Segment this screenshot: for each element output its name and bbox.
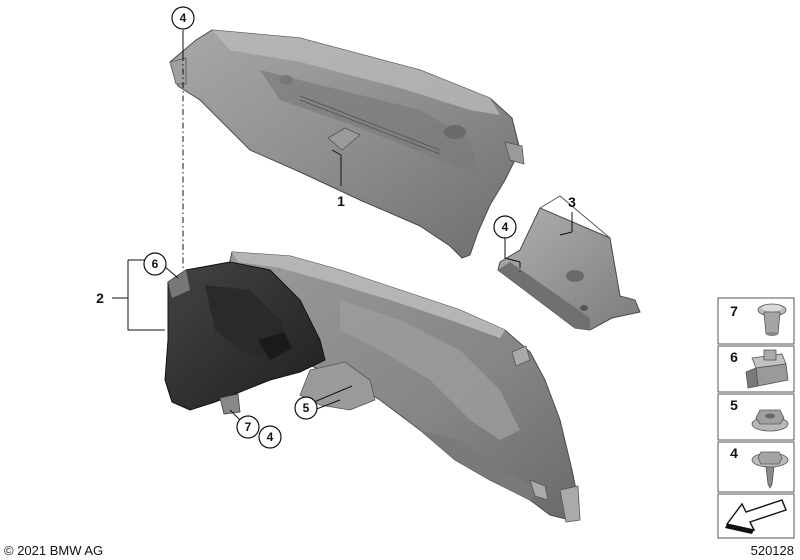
svg-text:4: 4	[180, 11, 187, 25]
svg-text:5: 5	[730, 397, 738, 413]
clip-nut-icon	[745, 349, 789, 389]
legend-item-6: 6	[717, 345, 795, 393]
callout-6: 6	[143, 252, 167, 276]
svg-text:7: 7	[245, 420, 252, 434]
push-rivet-icon	[757, 303, 787, 336]
svg-text:5: 5	[303, 401, 310, 415]
fastener-legend: 7 6 5	[717, 297, 795, 539]
part-1-cowl-panel	[169, 29, 525, 259]
svg-text:6: 6	[730, 349, 738, 365]
callout-1: 1	[337, 193, 345, 209]
part-3-bracket-plate	[497, 195, 641, 331]
callout-5: 5	[294, 396, 318, 420]
bolt-washer-icon	[751, 451, 789, 489]
callout-4-bottom: 4	[258, 425, 282, 449]
svg-text:4: 4	[267, 430, 274, 444]
part-2-insulation-pad	[164, 261, 326, 415]
legend-arrow-box	[717, 493, 795, 539]
part-5-clip-region	[299, 361, 376, 411]
legend-item-5: 5	[717, 393, 795, 441]
svg-text:7: 7	[730, 303, 738, 319]
flange-nut-icon	[751, 409, 789, 432]
callout-3: 3	[568, 194, 576, 210]
direction-arrow-icon	[725, 499, 787, 534]
svg-text:4: 4	[502, 220, 509, 234]
callout-7: 7	[236, 415, 260, 439]
svg-text:4: 4	[730, 445, 738, 461]
svg-text:6: 6	[152, 257, 159, 271]
diagram-number: 520128	[751, 543, 794, 558]
callout-4-mid: 4	[493, 215, 517, 239]
callout-2: 2	[96, 290, 104, 306]
callout-4-top: 4	[171, 6, 195, 30]
part-2-wheel-arch-liner	[227, 251, 581, 523]
copyright-text: © 2021 BMW AG	[4, 543, 103, 558]
legend-item-4: 4	[717, 441, 795, 493]
legend-item-7: 7	[717, 297, 795, 345]
